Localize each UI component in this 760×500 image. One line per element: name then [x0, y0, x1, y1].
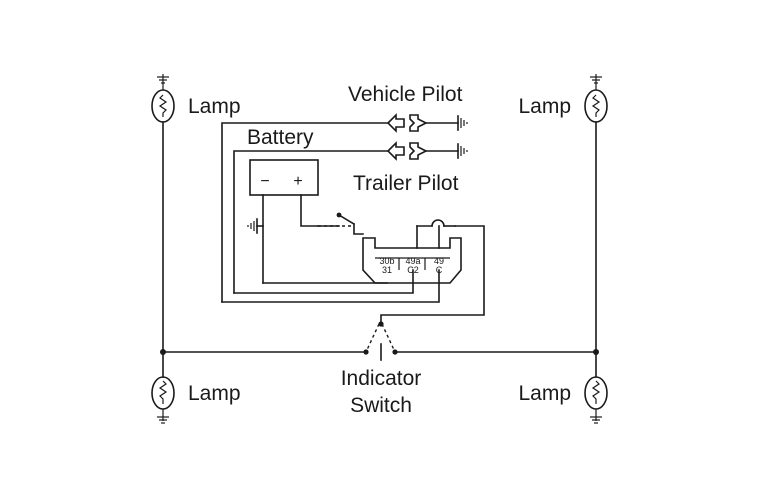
lamp-icon-top-right	[584, 89, 608, 123]
trailer-switch-blade	[337, 213, 356, 226]
inner-loop-wire	[233, 150, 389, 294]
ground-symbol-bottom-left	[157, 409, 169, 424]
ground-symbol-top-right	[590, 74, 602, 90]
battery-minus-label: −	[260, 173, 269, 190]
vehicle-pilot-connectors	[221, 113, 468, 303]
junction-dot-left	[160, 349, 166, 355]
outer-loop-wire	[221, 122, 389, 303]
lamp-icon-bottom-left	[151, 376, 175, 410]
lamp-label-bottom-right: Lamp	[518, 382, 571, 405]
junction-dot-right	[593, 349, 599, 355]
battery-box	[249, 159, 319, 196]
ground-symbol-top-left	[157, 74, 169, 90]
terminal-label-49a: 49a	[405, 256, 420, 266]
ground-symbol-battery	[247, 218, 258, 234]
lamp-icon-bottom-right	[584, 376, 608, 410]
flasher-unit-body	[362, 237, 462, 284]
ground-symbol-bottom-right	[590, 409, 602, 424]
connector-icon-lower	[386, 141, 459, 161]
ground-symbol-pilot-upper	[457, 115, 468, 131]
switch-arm-right	[381, 323, 396, 353]
terminal-label-49: 49	[434, 256, 444, 266]
lamp-icon-top-left	[151, 89, 175, 123]
indicator-switch-label-line1: Indicator	[341, 367, 422, 390]
flasher-unit: 30b 31 49a C2 49 C	[221, 212, 462, 303]
lamp-label-top-right: Lamp	[518, 95, 571, 118]
vehicle-pilot-label: Vehicle Pilot	[348, 83, 463, 106]
battery-plus-label: +	[293, 173, 302, 190]
ground-symbol-pilot-lower	[457, 143, 468, 159]
wire-crossover-hop	[431, 219, 445, 227]
switch-arm-left	[365, 323, 380, 353]
right-lamp-circuit	[584, 74, 608, 424]
lamp-label-top-left: Lamp	[188, 95, 241, 118]
left-lamp-circuit	[151, 74, 175, 424]
battery: − +	[247, 159, 319, 284]
indicator-switch-bus	[160, 225, 599, 361]
battery-positive-wire	[300, 194, 319, 227]
terminal-label-30b: 30b	[379, 256, 394, 266]
indicator-switch-label-line2: Switch	[350, 394, 412, 417]
trailer-pilot-label: Trailer Pilot	[353, 172, 459, 195]
lamp-label-bottom-left: Lamp	[188, 382, 241, 405]
trailer-switch-output	[353, 223, 364, 235]
connector-icon-upper	[386, 113, 459, 133]
terminal-label-31: 31	[382, 265, 392, 275]
terminal-c2-wire	[233, 269, 414, 294]
switch-feed-wire	[380, 225, 485, 325]
terminal-c-wire	[221, 269, 440, 303]
battery-label: Battery	[247, 126, 314, 149]
